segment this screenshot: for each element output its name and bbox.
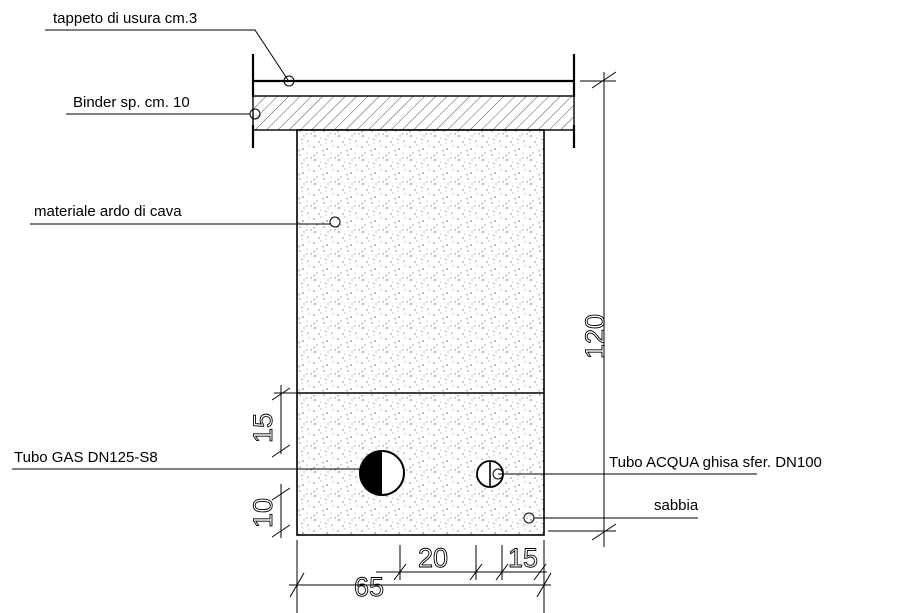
label-tappeto: tappeto di usura cm.3 — [53, 10, 197, 27]
dim-right-offset: 15 — [508, 543, 538, 573]
dim-total-width: 65 — [354, 572, 384, 602]
dimension-lines — [271, 71, 617, 613]
leader-lines — [12, 29, 757, 524]
label-binder: Binder sp. cm. 10 — [73, 94, 190, 111]
road-layers — [251, 54, 576, 148]
label-sabbia: sabbia — [654, 497, 699, 514]
water-pipe — [476, 460, 504, 488]
dim-pipe-spacing: 20 — [418, 543, 448, 573]
binder-layer — [252, 95, 575, 131]
label-materiale: materiale ardo di cava — [34, 203, 182, 220]
dim-upper-offset: 15 — [248, 413, 278, 443]
label-water-pipe: Tubo ACQUA ghisa sfer. DN100 — [609, 454, 822, 471]
label-gas-pipe: Tubo GAS DN125-S8 — [14, 449, 158, 466]
dim-bottom-offset: 10 — [248, 498, 278, 528]
gas-pipe — [359, 450, 405, 496]
dim-total-height: 120 — [580, 314, 610, 359]
trench — [296, 129, 545, 536]
